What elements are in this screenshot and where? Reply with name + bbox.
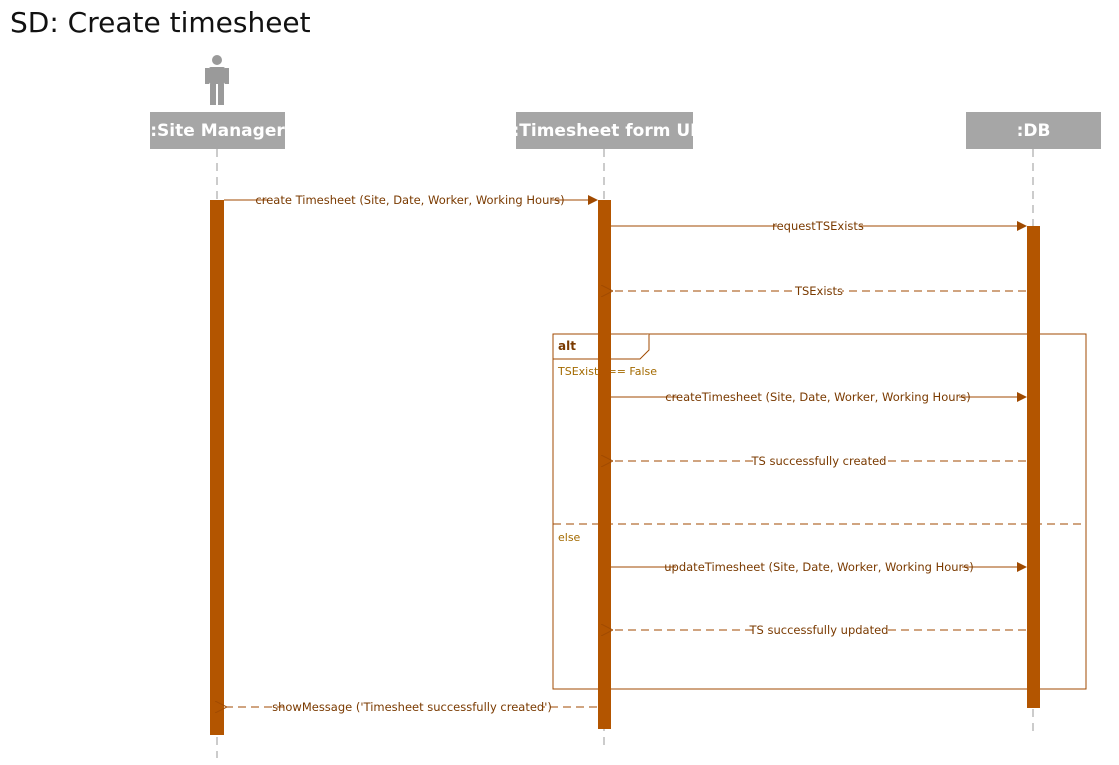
participant-site-manager: :Site Manager — [150, 112, 285, 149]
message-ts-updated-return: TS successfully updated — [612, 622, 1026, 637]
message-label: requestTSExists — [772, 219, 864, 233]
message-label: TSExists — [794, 284, 843, 298]
message-ts-created-return: TS successfully created — [612, 453, 1026, 468]
message-ts-exists-return: TSExists — [612, 283, 1026, 298]
message-update-timesheet: updateTimesheet (Site, Date, Worker, Wor… — [611, 559, 1027, 574]
message-label: showMessage ('Timesheet successfully cre… — [272, 700, 552, 714]
message-label: createTimesheet (Site, Date, Worker, Wor… — [665, 390, 970, 404]
message-label: TS successfully updated — [749, 623, 889, 637]
activation-db — [1027, 226, 1040, 708]
participant-timesheet-form-ui: :Timesheet form UI — [513, 112, 697, 149]
message-request-ts-exists: requestTSExists — [611, 218, 1027, 233]
diagram-title: SD: Create timesheet — [10, 6, 311, 39]
message-show-message-return: showMessage ('Timesheet successfully cre… — [226, 699, 597, 714]
fragment-operator: alt — [558, 339, 576, 353]
message-label: create Timesheet (Site, Date, Worker, Wo… — [255, 193, 564, 207]
message-create-timesheet: create Timesheet (Site, Date, Worker, Wo… — [224, 192, 598, 207]
message-label: TS successfully created — [751, 454, 887, 468]
activation-timesheet-form-ui — [598, 200, 611, 729]
fragment-else-label: else — [558, 531, 581, 544]
activation-site-manager — [210, 200, 224, 735]
actor-icon — [205, 55, 229, 105]
message-create-timesheet-db: createTimesheet (Site, Date, Worker, Wor… — [611, 389, 1027, 404]
message-label: updateTimesheet (Site, Date, Worker, Wor… — [664, 560, 974, 574]
participant-db: :DB — [966, 112, 1101, 149]
